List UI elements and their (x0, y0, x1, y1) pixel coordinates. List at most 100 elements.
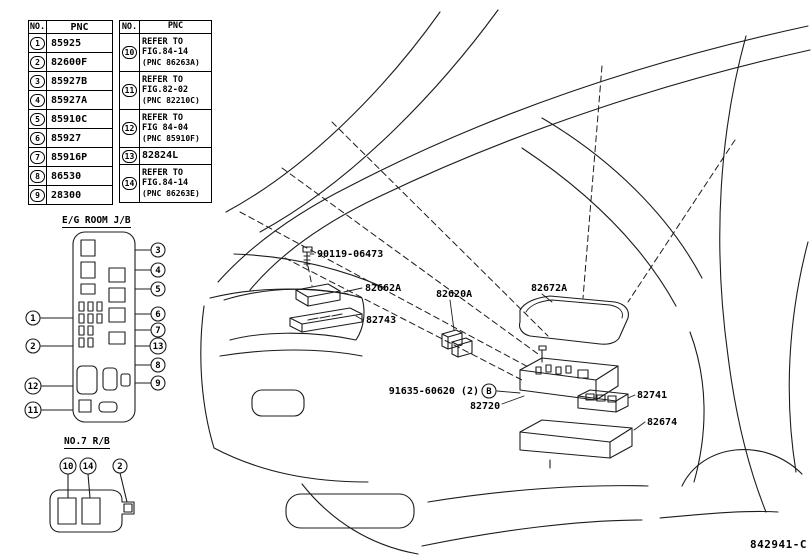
callout-badge: 2 (117, 462, 122, 472)
no7rb-block-outline (49, 489, 135, 533)
part-labels: 90119-06473 82662A 82743 82620A 82672A 9… (317, 249, 677, 428)
bolt-90119-icon (302, 246, 313, 267)
callout-badge: 1 (30, 314, 35, 324)
part-label-91635-60620[interactable]: 91635-60620 (2) (389, 386, 479, 397)
fusebox-outline (72, 231, 136, 423)
col-header-no: NO. (120, 21, 140, 34)
part-82674-drawing (519, 419, 633, 469)
row-number-badge: 11 (122, 84, 137, 97)
no7rb-leaders (67, 472, 128, 503)
pnc-table-right: NO. PNC 10 REFER TO FIG.84-14 (PNC 86263… (119, 20, 212, 203)
callout-badge: 13 (153, 342, 164, 352)
part-82620A-drawing (441, 329, 473, 358)
dashed-leader-lines (239, 65, 736, 381)
table-row[interactable]: 11 REFER TO FIG.82-02 (PNC 82210C) (120, 72, 212, 110)
part-label-82662A[interactable]: 82662A (365, 283, 401, 294)
part-82720-drawing (519, 357, 619, 401)
part-82662A-drawing (295, 283, 341, 307)
pnc-value: REFER TO FIG.84-14 (PNC 86263E) (140, 165, 212, 203)
pnc-value: 86530 (47, 167, 113, 186)
part-label-82720[interactable]: 82720 (470, 401, 500, 412)
callout-badge: 10 (63, 462, 74, 472)
table-header: NO. PNC (120, 21, 212, 34)
table-row[interactable]: 10 REFER TO FIG.84-14 (PNC 86263A) (120, 34, 212, 72)
callout-badge: 5 (155, 285, 160, 295)
row-number-badge: 1 (30, 36, 45, 50)
pnc-value: 85927A (47, 91, 113, 110)
row-number-badge: 6 (30, 131, 45, 145)
egjb-fusebox-drawing: 3 4 5 6 7 13 8 9 1 2 12 11 (24, 231, 167, 423)
callout-badge: 9 (155, 379, 160, 389)
row-number-badge: 9 (30, 188, 45, 202)
part-82672A-drawing (518, 295, 629, 345)
callout-badge: 6 (155, 310, 160, 320)
pnc-value: 85927B (47, 72, 113, 91)
row-number-badge: 12 (122, 122, 137, 135)
callout-badge: 7 (155, 326, 160, 336)
pnc-value: 85927 (47, 129, 113, 148)
solid-leader-lines (309, 253, 646, 431)
table-header: NO. PNC (29, 21, 113, 34)
part-label-90119-06473[interactable]: 90119-06473 (317, 249, 383, 260)
col-header-no: NO. (29, 21, 47, 34)
no7rb-title: NO.7 R/B (64, 436, 110, 449)
bolt-marker-label: B (486, 387, 492, 397)
part-label-82620A[interactable]: 82620A (436, 289, 472, 300)
car-outline (200, 9, 811, 555)
callout-badge: 4 (155, 266, 161, 276)
callout-badge: 3 (155, 246, 160, 256)
pnc-value: 82824L (140, 148, 212, 165)
pnc-value: 28300 (47, 186, 113, 205)
row-number-badge: 13 (122, 149, 137, 163)
pnc-value: REFER TO FIG.84-14 (PNC 86263A) (140, 34, 212, 72)
col-header-pnc: PNC (140, 21, 212, 34)
figure-code: 842941-C (750, 538, 807, 551)
egjb-title: E/G ROOM J/B (62, 215, 131, 228)
part-label-82741[interactable]: 82741 (637, 390, 667, 401)
row-number-badge: 4 (30, 93, 45, 107)
pnc-value: 85910C (47, 110, 113, 129)
row-number-badge: 3 (30, 74, 45, 88)
no7rb-callouts: 10 14 2 (59, 457, 128, 475)
part-label-82743[interactable]: 82743 (366, 315, 396, 326)
row-number-badge: 7 (30, 150, 45, 164)
row-number-badge: 5 (30, 112, 45, 126)
callout-badge: 11 (28, 406, 39, 416)
part-label-82674[interactable]: 82674 (647, 417, 677, 428)
pnc-value: 85925 (47, 34, 113, 53)
row-number-badge: 2 (30, 55, 45, 69)
table-row[interactable]: 13 82824L (120, 148, 212, 165)
pnc-value: 82600F (47, 53, 113, 72)
row-number-badge: 8 (30, 169, 45, 183)
row-number-badge: 10 (122, 46, 137, 59)
part-label-82672A[interactable]: 82672A (531, 283, 567, 294)
callout-badge: 14 (83, 462, 94, 472)
pnc-value: 85916P (47, 148, 113, 167)
callout-badge: 8 (155, 361, 160, 371)
callout-badge: 2 (30, 342, 35, 352)
table-row[interactable]: 12 REFER TO FIG 84-04 (PNC 85910F) (120, 110, 212, 148)
part-82741-drawing (577, 389, 629, 413)
no7rb-drawing: 10 14 2 (49, 457, 135, 533)
pnc-value: REFER TO FIG 84-04 (PNC 85910F) (140, 110, 212, 148)
col-header-pnc: PNC (47, 21, 113, 34)
fusebox-callouts: 3 4 5 6 7 13 8 9 1 2 12 11 (24, 242, 167, 419)
fusebox-callout-leaders (40, 249, 152, 411)
table-row[interactable]: 14 REFER TO FIG.84-14 (PNC 86263E) (120, 165, 212, 203)
pnc-value: REFER TO FIG.82-02 (PNC 82210C) (140, 72, 212, 110)
bolt-marker-B: B (481, 383, 497, 399)
vehicle-diagram: 90119-06473 82662A 82743 82620A 82672A 9… (200, 9, 811, 555)
bolt-top-icon (538, 345, 547, 363)
part-82743-drawing (289, 307, 363, 333)
